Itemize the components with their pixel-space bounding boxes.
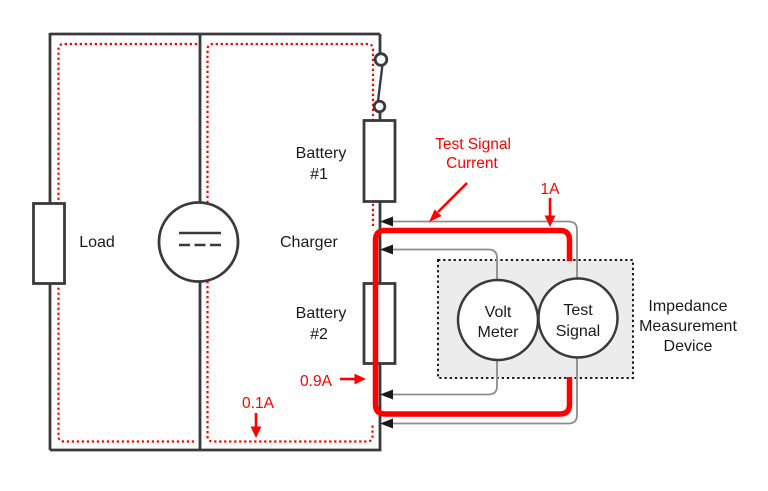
test-signal-current-label-line2: Current — [446, 155, 498, 172]
volt-meter-label-line1: Volt — [485, 304, 512, 321]
switch-contact-top — [373, 52, 389, 67]
battery2-current-label: 0.9A — [300, 373, 333, 390]
dotted-current-path-charger-bottom — [206, 281, 374, 443]
test-top-arrowhead-icon — [380, 216, 393, 227]
switch-contact-bottom — [372, 99, 387, 114]
volt-meter-top-wire — [383, 248, 498, 281]
battery1-symbol — [362, 119, 397, 203]
impedance-device-label-line3: Device — [664, 338, 713, 355]
test-signal-top-wire — [383, 220, 578, 279]
charger-label: Charger — [280, 234, 338, 251]
test-signal-bottom-wire — [383, 357, 578, 425]
load-label: Load — [79, 234, 115, 251]
top-current-label: 1A — [541, 181, 561, 198]
battery2-label-line2: #2 — [310, 326, 328, 343]
switch-lever — [376, 64, 384, 102]
charger-symbol — [157, 201, 240, 283]
test-signal-current-arrow — [429, 182, 468, 222]
volt-meter-bottom-wire — [383, 360, 498, 396]
battery2-current-arrow — [340, 373, 366, 385]
dotted-current-path-charger-top — [206, 42, 375, 227]
test-signal-label-line2: Signal — [556, 323, 600, 340]
battery1-label-line1: Battery — [296, 145, 347, 162]
load-resistor — [32, 202, 66, 285]
top-current-arrow — [544, 198, 556, 227]
test-signal-current-label-line1: Test Signal — [435, 136, 511, 153]
loop-current-arrow — [250, 413, 262, 438]
test-bottom-arrowhead-icon — [380, 418, 393, 429]
volt-bottom-arrowhead-icon — [380, 389, 393, 400]
volt-meter-label-line2: Meter — [478, 324, 520, 341]
impedance-device-label-line2: Measurement — [639, 318, 737, 335]
loop-current-label: 0.1A — [242, 395, 275, 412]
battery2-label-line1: Battery — [296, 305, 347, 322]
battery1-label-line2: #1 — [310, 166, 328, 183]
test-signal-current-path — [372, 227, 573, 417]
test-signal-symbol — [537, 277, 619, 359]
battery2-symbol — [362, 282, 397, 365]
volt-top-arrowhead-icon — [380, 244, 393, 255]
impedance-device-label-line1: Impedance — [648, 298, 727, 315]
test-signal-label-line1: Test — [563, 302, 593, 319]
